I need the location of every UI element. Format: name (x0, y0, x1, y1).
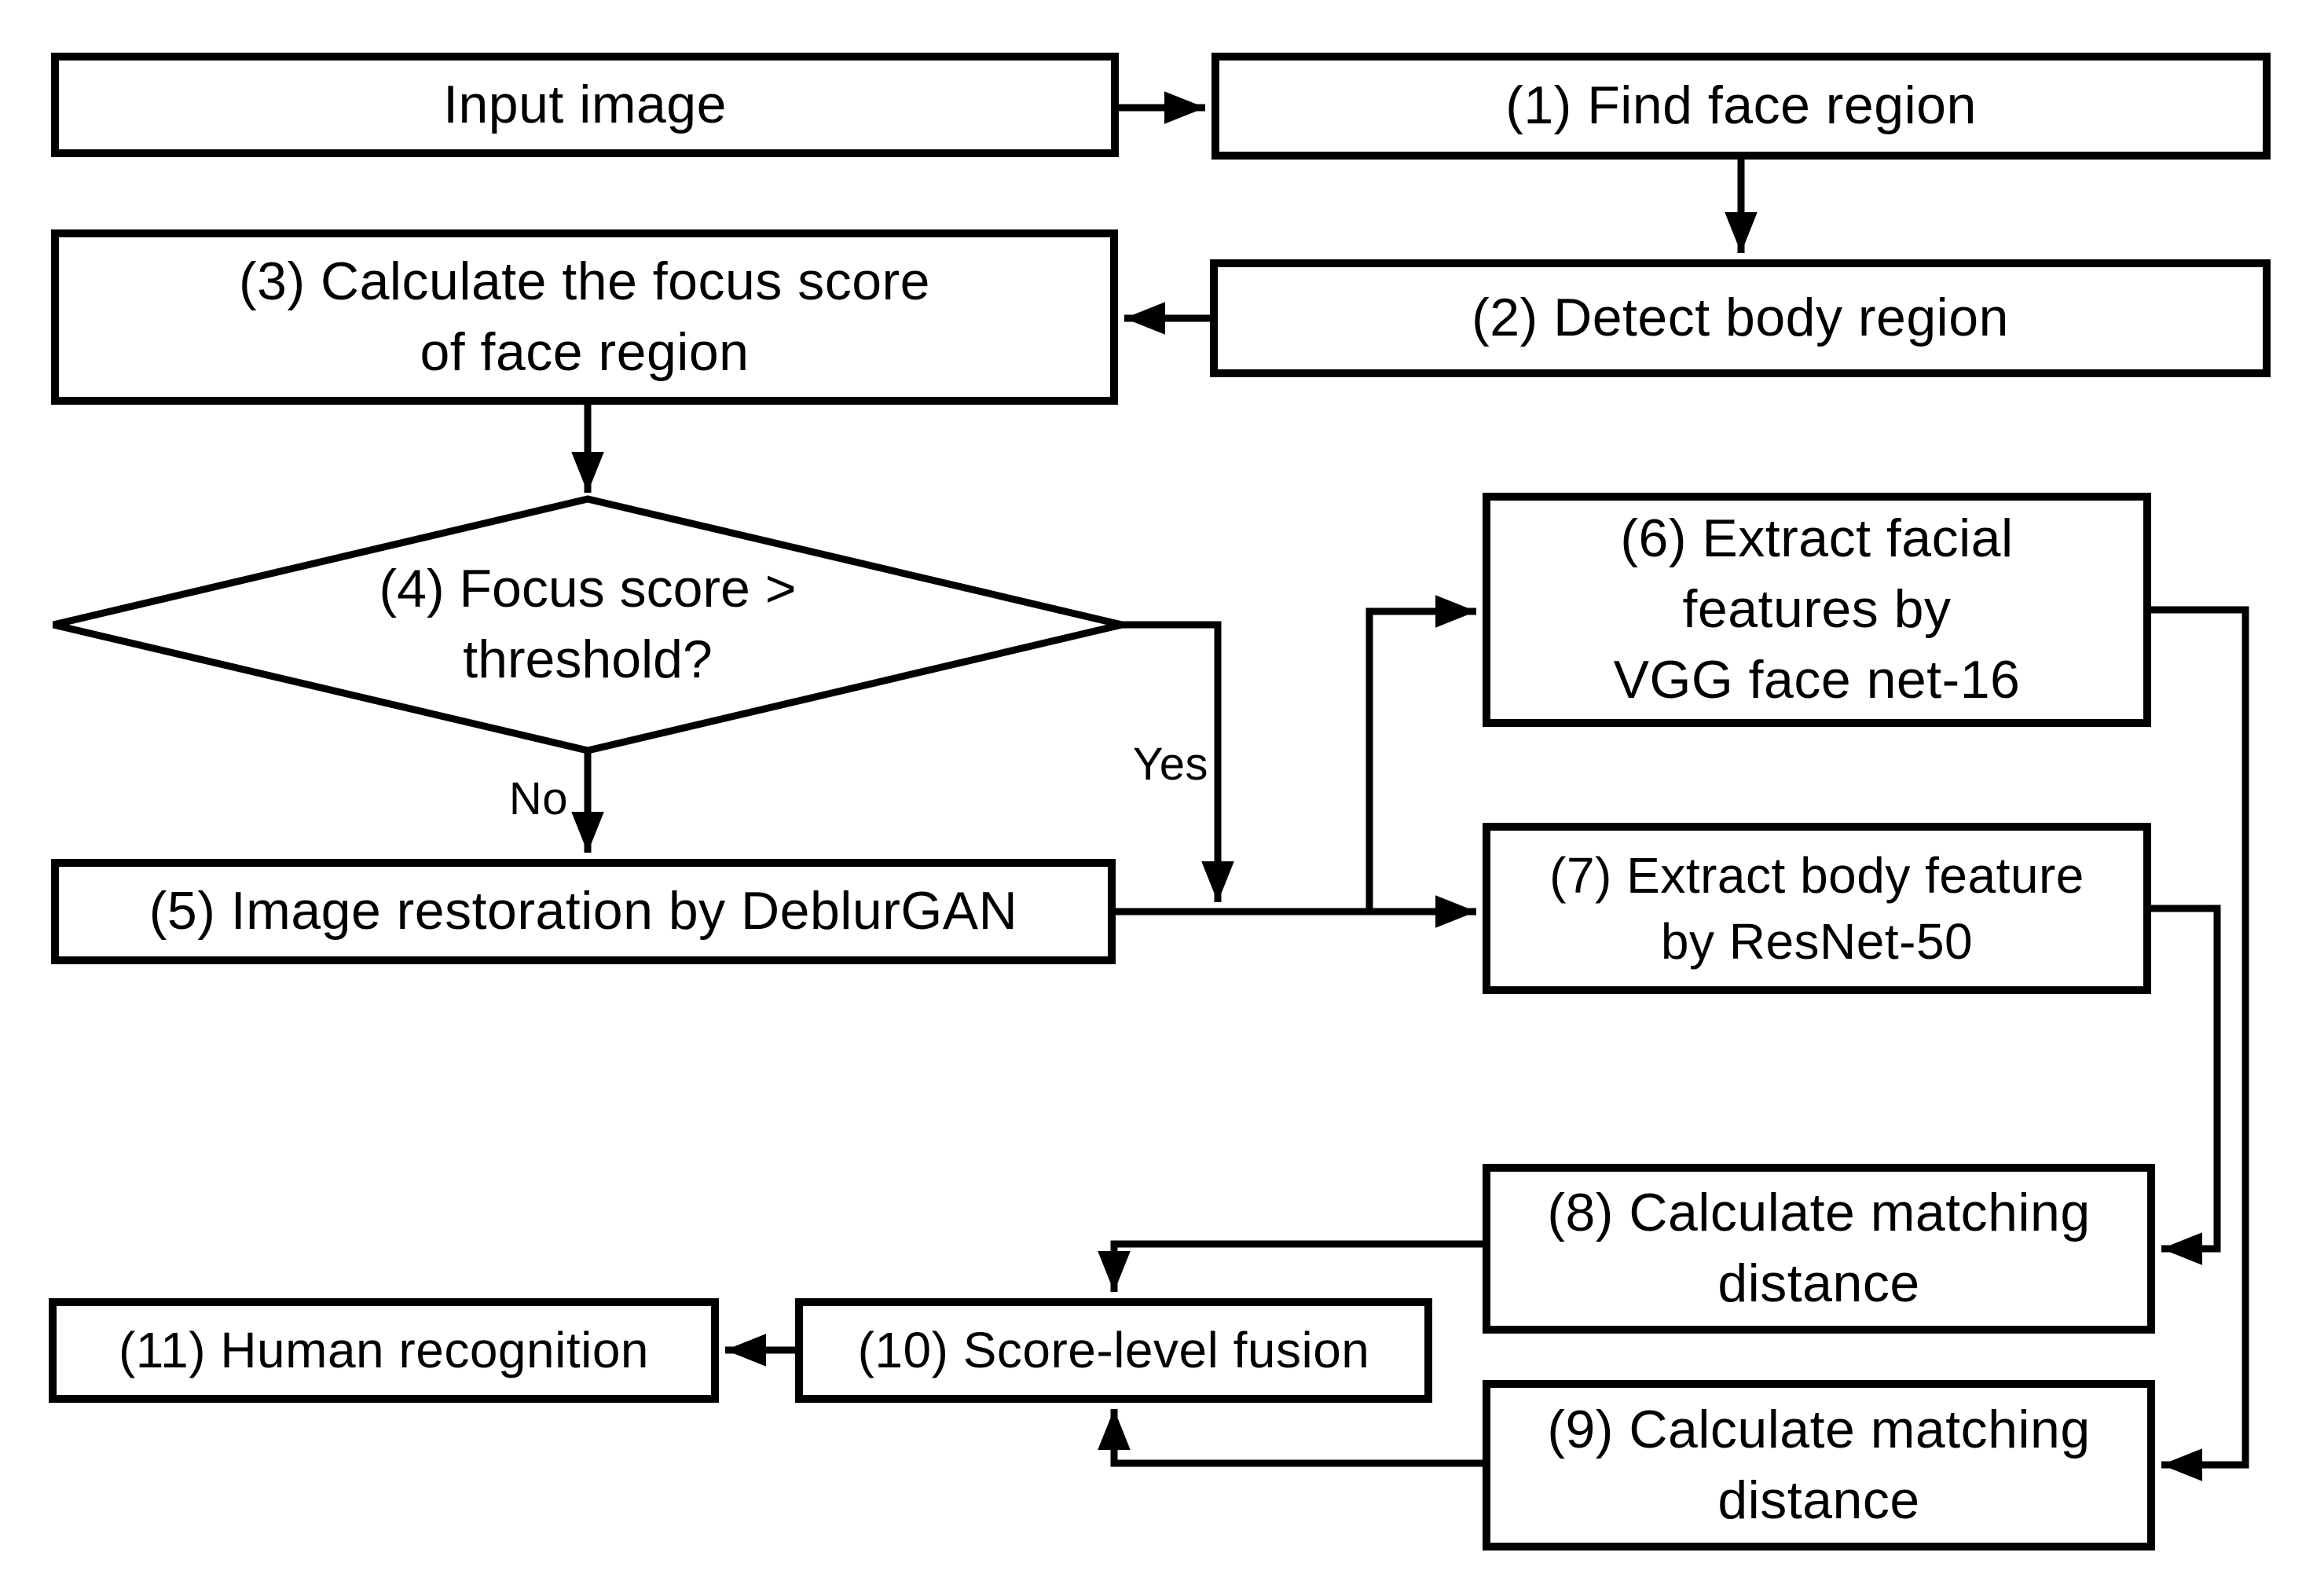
node-2-detect-body-region: (2) Detect body region (1210, 259, 2271, 377)
node-6-extract-facial-features: (6) Extract facial features by VGG face … (1483, 493, 2151, 727)
node-5-image-restoration: (5) Image restoration by DeblurGAN (51, 859, 1116, 964)
node-7-extract-body-feature: (7) Extract body feature by ResNet-50 (1483, 823, 2151, 994)
node-11-human-recognition: (11) Human recognition (49, 1298, 719, 1403)
node-4-focus-score-threshold: (4) Focus score > threshold? (379, 559, 797, 689)
edge-label-yes: Yes (1132, 739, 1208, 790)
edge-8-to-10 (1098, 1240, 1483, 1292)
edge-label-no: No (508, 773, 568, 824)
edge-7-to-8 (2151, 905, 2221, 1265)
node-1-find-face-region: (1) Find face region (1211, 53, 2271, 160)
edge-5-to-6 (1365, 595, 1476, 912)
node-10-score-level-fusion: (10) Score-level fusion (795, 1298, 1432, 1403)
node-9-calculate-matching-distance: (9) Calculate matching distance (1483, 1380, 2155, 1550)
edge-4-yes-down (1122, 621, 1234, 902)
node-3-calculate-focus-score: (3) Calculate the focus score of face re… (51, 229, 1118, 405)
edge-6-to-9 (2151, 606, 2249, 1481)
node-8-calculate-matching-distance: (8) Calculate matching distance (1483, 1164, 2155, 1334)
edge-9-to-10 (1098, 1409, 1483, 1467)
node-input-image: Input image (51, 53, 1119, 157)
